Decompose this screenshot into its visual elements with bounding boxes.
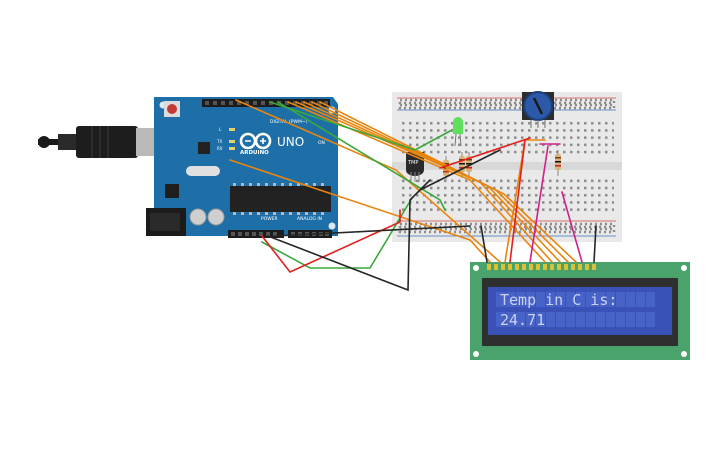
magenta-wires [529,143,583,263]
green-led [453,117,463,147]
on-label: ON [318,140,325,146]
capacitors [189,208,225,226]
status-leds: L TX RX [216,127,235,151]
lcd-line-1: Temp in C is: [500,291,617,309]
lcd-pin-header [487,264,596,270]
dc-jack [146,208,186,236]
resistor [555,150,561,176]
lcd-module: Temp in C is: 24.71 [470,262,690,360]
green-wires [261,101,453,269]
digital-label: DIGITAL (PWM~) [270,119,308,125]
wires [229,99,597,292]
potentiometer[interactable] [522,91,554,128]
arduino-uno-board: DIGITAL (PWM~) L TX RX ARDUINO UNO ON [146,97,338,238]
arduino-logo: ARDUINO UNO [239,132,304,156]
svg-text:L: L [219,127,222,132]
model-text: UNO [277,135,304,149]
red-wires [261,137,531,273]
analog-label: ANALOG IN [297,216,322,222]
svg-text:RX: RX [217,146,223,151]
lcd-cell-grid [496,292,655,327]
crystal [186,166,220,176]
svg-text:TX: TX [216,139,222,144]
lcd-line-2: 24.71 [500,311,545,329]
atmega-chip [230,183,331,215]
brand-text: ARDUINO [240,150,269,156]
voltage-regulator [165,184,179,198]
usb-chip [198,142,210,154]
power-label: POWER [261,216,278,222]
sensor-label: TMP [407,160,418,166]
black-wires [267,149,597,292]
reset-button[interactable] [164,101,180,117]
orange-wires [229,99,577,263]
